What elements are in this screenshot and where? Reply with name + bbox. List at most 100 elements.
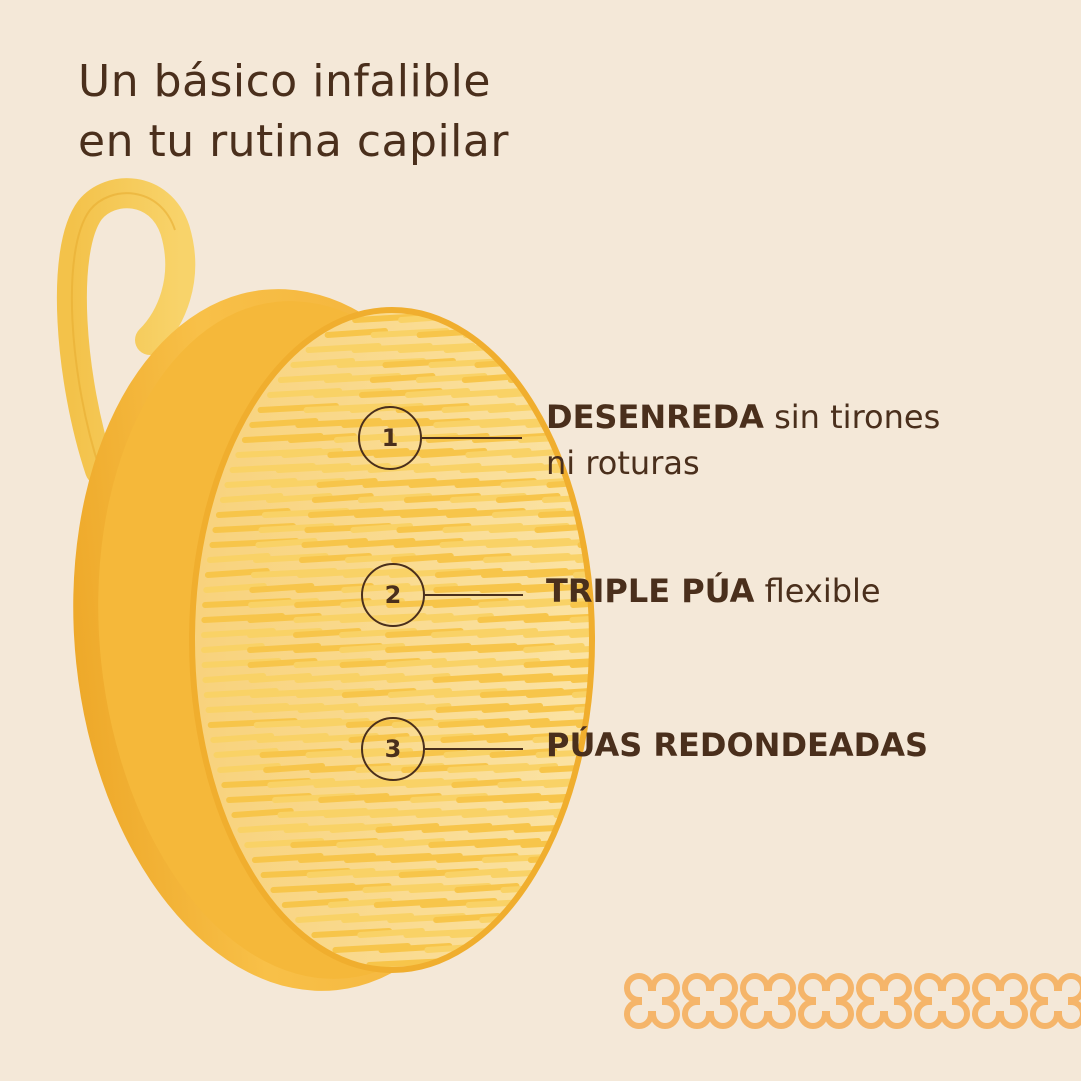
headline-line-1: Un básico infalible <box>78 56 491 107</box>
headline: Un básico infalible en tu rutina capilar <box>78 52 509 172</box>
bristle <box>311 493 374 503</box>
bristle <box>210 733 275 743</box>
bristle <box>382 838 446 848</box>
bristle <box>327 898 393 908</box>
bristle <box>483 718 550 728</box>
bristle <box>219 493 284 503</box>
bristle <box>580 523 592 533</box>
bristle <box>462 328 544 338</box>
bristle <box>387 688 453 698</box>
bristle <box>533 403 592 413</box>
quatrefoil-shape <box>740 973 796 1029</box>
bristle <box>536 868 592 878</box>
bristle <box>548 793 592 803</box>
bristle <box>524 673 592 683</box>
bristle <box>495 928 569 938</box>
bristle <box>479 913 551 923</box>
bristle <box>443 343 510 353</box>
bristle <box>470 943 547 953</box>
quatrefoil-shape <box>914 973 970 1029</box>
bristle <box>369 373 436 383</box>
quatrefoil-shape <box>856 973 912 1029</box>
bristle <box>357 928 425 938</box>
bristle <box>569 628 592 638</box>
bristle <box>517 433 592 443</box>
bristle <box>557 448 592 458</box>
bristle <box>465 448 532 458</box>
bristle <box>449 928 536 938</box>
bristle <box>477 658 541 668</box>
bristle <box>531 538 592 548</box>
bristle <box>340 598 405 608</box>
bristle <box>263 763 326 773</box>
bristle <box>481 853 573 863</box>
hair-brush-image <box>56 178 595 991</box>
bristle <box>294 673 360 683</box>
bristle <box>248 673 312 683</box>
bristle <box>213 748 279 758</box>
bristle <box>204 568 270 578</box>
bristle <box>583 508 592 518</box>
headline-line-2: en tu rutina capilar <box>78 116 509 167</box>
bristle <box>201 643 265 653</box>
bristle <box>350 523 413 533</box>
quatrefoil-pattern-icon <box>624 973 1081 1029</box>
bristle <box>534 523 592 533</box>
bristle <box>571 583 592 593</box>
bristle <box>444 313 519 323</box>
bristle <box>500 883 582 893</box>
bristle <box>489 748 558 758</box>
quatrefoil-shape <box>1030 973 1081 1029</box>
bristle <box>524 598 588 608</box>
bristle <box>249 418 319 428</box>
bristle <box>467 823 531 833</box>
bristle <box>474 358 541 368</box>
bristle <box>543 778 592 788</box>
bristle <box>577 538 592 548</box>
bristle <box>559 823 592 833</box>
bristle <box>581 748 592 758</box>
bristle <box>571 688 592 698</box>
bristle <box>203 583 267 593</box>
bristle <box>587 493 592 503</box>
bristle <box>486 733 555 743</box>
bristle <box>511 898 582 908</box>
bristle <box>537 508 592 518</box>
feature-1-regular: sin tirones <box>763 398 941 436</box>
bristle <box>481 703 544 713</box>
bristle <box>324 328 388 338</box>
bristle <box>301 538 368 548</box>
quatrefoil-shape <box>624 973 680 1029</box>
bristle <box>413 463 482 473</box>
bristle <box>569 658 592 668</box>
bristle <box>523 643 585 653</box>
bristle <box>507 373 576 383</box>
bristle <box>405 388 471 398</box>
bristle <box>505 463 572 473</box>
bristle <box>351 748 414 758</box>
bristle <box>293 628 362 638</box>
bristle <box>474 838 542 848</box>
feature-2-regular: flexible <box>754 572 881 610</box>
bristle <box>431 613 494 623</box>
bristle <box>495 493 561 503</box>
bristle <box>535 748 592 758</box>
bristle <box>443 748 505 758</box>
bristle <box>390 553 454 563</box>
bristle <box>249 583 315 593</box>
bristle <box>511 448 575 458</box>
bristle <box>585 763 592 773</box>
bristle <box>329 823 393 833</box>
bristle <box>489 343 579 353</box>
bristle <box>569 613 592 623</box>
bristle <box>202 673 267 683</box>
bristle <box>525 418 592 428</box>
bristle <box>385 658 447 668</box>
bristle <box>375 823 440 833</box>
bristle <box>316 478 378 488</box>
bristle <box>416 328 487 338</box>
bristle <box>563 433 592 443</box>
bristle <box>578 733 592 743</box>
quatrefoil-shape <box>798 973 854 1029</box>
bristle <box>206 553 271 563</box>
